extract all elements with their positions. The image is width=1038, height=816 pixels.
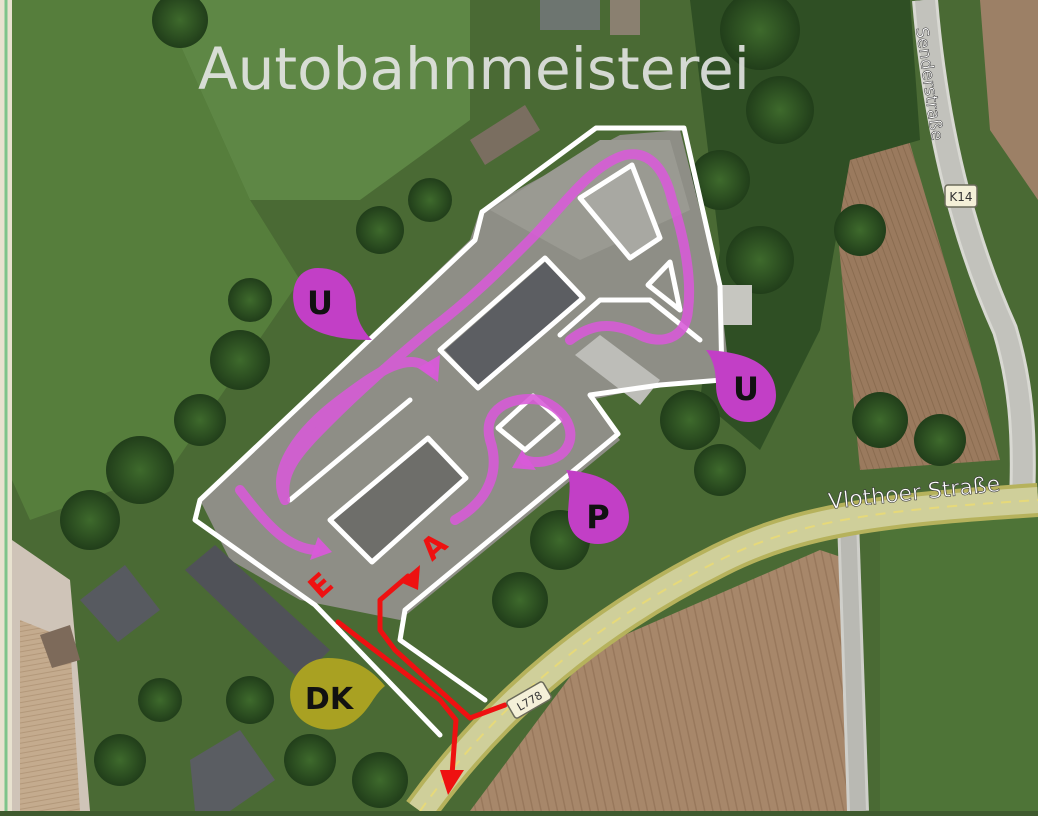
svg-text:DK: DK bbox=[305, 682, 355, 717]
svg-text:K14: K14 bbox=[949, 190, 972, 204]
meadow-lower-right bbox=[880, 500, 1038, 811]
meadow-left bbox=[12, 0, 300, 520]
exit-arrowhead-icon bbox=[440, 770, 464, 795]
shield-l778: L778 bbox=[506, 681, 552, 719]
field-right-middle bbox=[830, 110, 1000, 470]
building-hall bbox=[445, 262, 582, 388]
route-path bbox=[235, 149, 695, 555]
marker-u-right[interactable]: U bbox=[706, 350, 776, 422]
svg-text:U: U bbox=[307, 284, 333, 322]
marker-u-left[interactable]: U bbox=[293, 268, 372, 340]
facility-outline bbox=[192, 125, 725, 738]
building-garage bbox=[330, 440, 465, 560]
marker-parking[interactable]: P bbox=[566, 470, 629, 544]
house-long bbox=[185, 545, 330, 680]
field-top-right bbox=[980, 0, 1038, 200]
red-arrowheads bbox=[400, 565, 464, 795]
house-2 bbox=[190, 730, 275, 811]
house-1 bbox=[80, 565, 160, 642]
meadow-top bbox=[160, 0, 470, 200]
svg-text:P: P bbox=[586, 498, 609, 536]
field-bottom bbox=[470, 550, 855, 811]
map-title: Autobahnmeisterei bbox=[198, 35, 750, 103]
route-arrowheads bbox=[310, 355, 536, 560]
entry-exit-arrows bbox=[335, 573, 508, 778]
shield-k14: K14 bbox=[944, 184, 978, 208]
entry-arrowhead-icon bbox=[400, 565, 420, 590]
building-right bbox=[720, 285, 752, 325]
svg-text:U: U bbox=[733, 370, 759, 408]
marker-dk[interactable]: DK bbox=[290, 658, 385, 730]
